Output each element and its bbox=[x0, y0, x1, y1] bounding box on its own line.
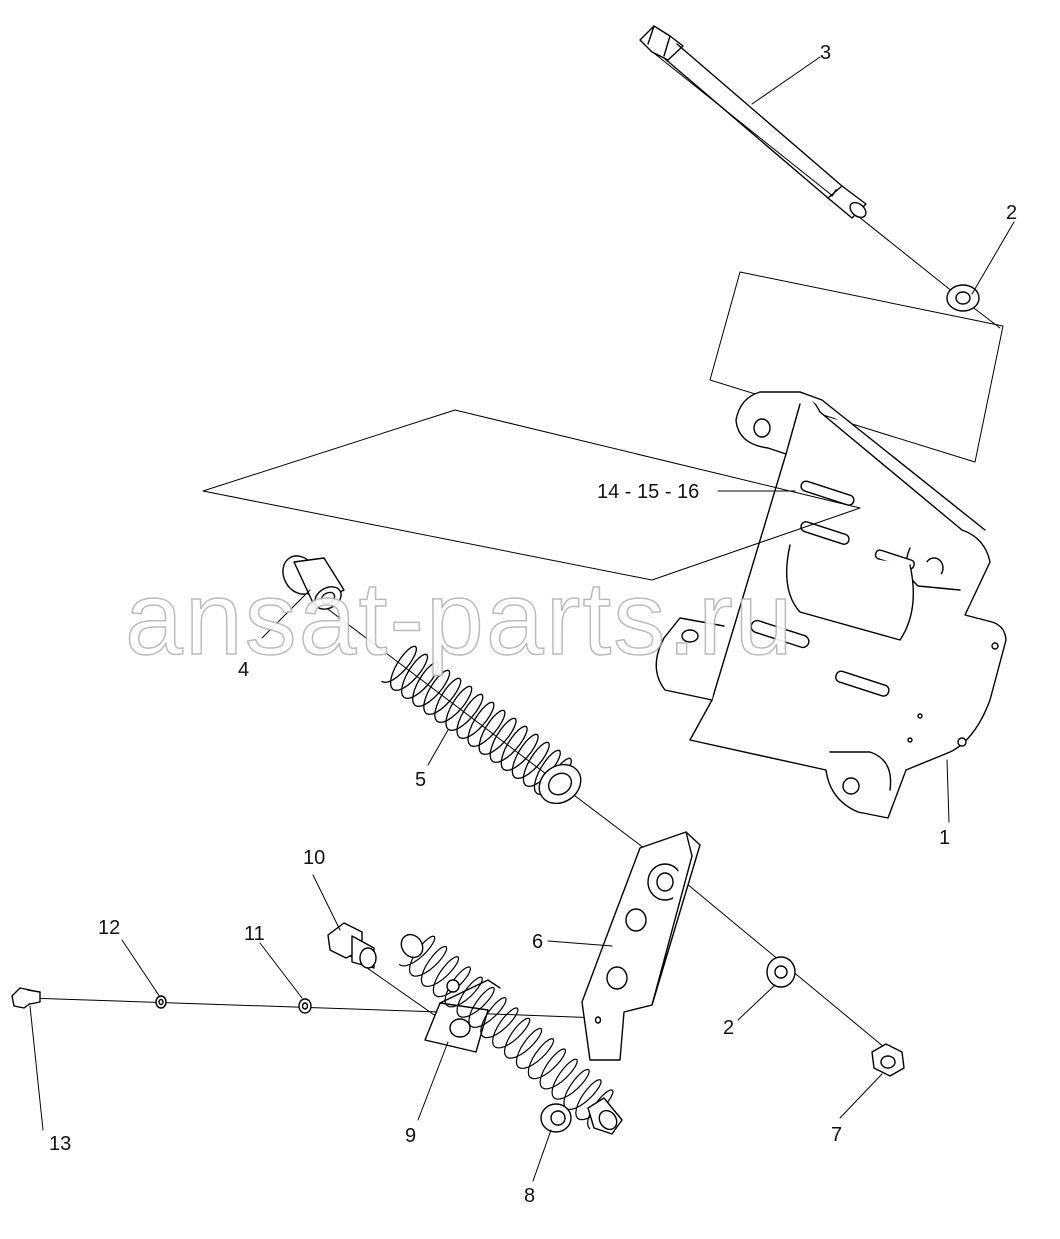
part-13-small-bolt bbox=[12, 988, 40, 1008]
leader-lines bbox=[30, 57, 1014, 1181]
part-9-clevis bbox=[425, 980, 500, 1052]
callout-3: 3 bbox=[820, 42, 832, 64]
part-1-bracket bbox=[656, 392, 1006, 818]
part-small-spring-assembly bbox=[397, 930, 622, 1134]
callout-6: 6 bbox=[532, 931, 544, 953]
callout-4: 4 bbox=[238, 659, 250, 681]
callout-7: 7 bbox=[831, 1124, 843, 1146]
callout-11: 11 bbox=[244, 923, 265, 945]
part-4-bushing bbox=[276, 550, 345, 614]
part-2-washer-lower bbox=[767, 957, 795, 987]
callout-1: 1 bbox=[939, 827, 951, 849]
part-12-washer bbox=[156, 996, 166, 1008]
part-11-washer bbox=[299, 999, 311, 1013]
callout-9: 9 bbox=[405, 1125, 417, 1147]
callout-2-lower: 2 bbox=[723, 1017, 735, 1039]
part-2-washer-upper bbox=[947, 285, 979, 311]
part-7-locknut bbox=[872, 1044, 904, 1076]
callout-5: 5 bbox=[415, 769, 427, 791]
part-8-washer bbox=[541, 1104, 571, 1132]
callout-2-upper: 2 bbox=[1006, 202, 1018, 224]
callout-8: 8 bbox=[524, 1185, 536, 1207]
callout-12: 12 bbox=[98, 917, 121, 939]
callout-14-15-16: 14 - 15 - 16 bbox=[597, 481, 700, 503]
reference-plane-right bbox=[710, 272, 1003, 462]
reference-plane-left bbox=[203, 410, 860, 580]
part-5-large-spring bbox=[382, 646, 588, 811]
part-6-lever bbox=[582, 832, 700, 1060]
callout-13: 13 bbox=[49, 1133, 72, 1155]
callout-10: 10 bbox=[303, 847, 326, 869]
part-3-long-bolt bbox=[640, 26, 869, 220]
part-10-nut bbox=[328, 923, 376, 968]
